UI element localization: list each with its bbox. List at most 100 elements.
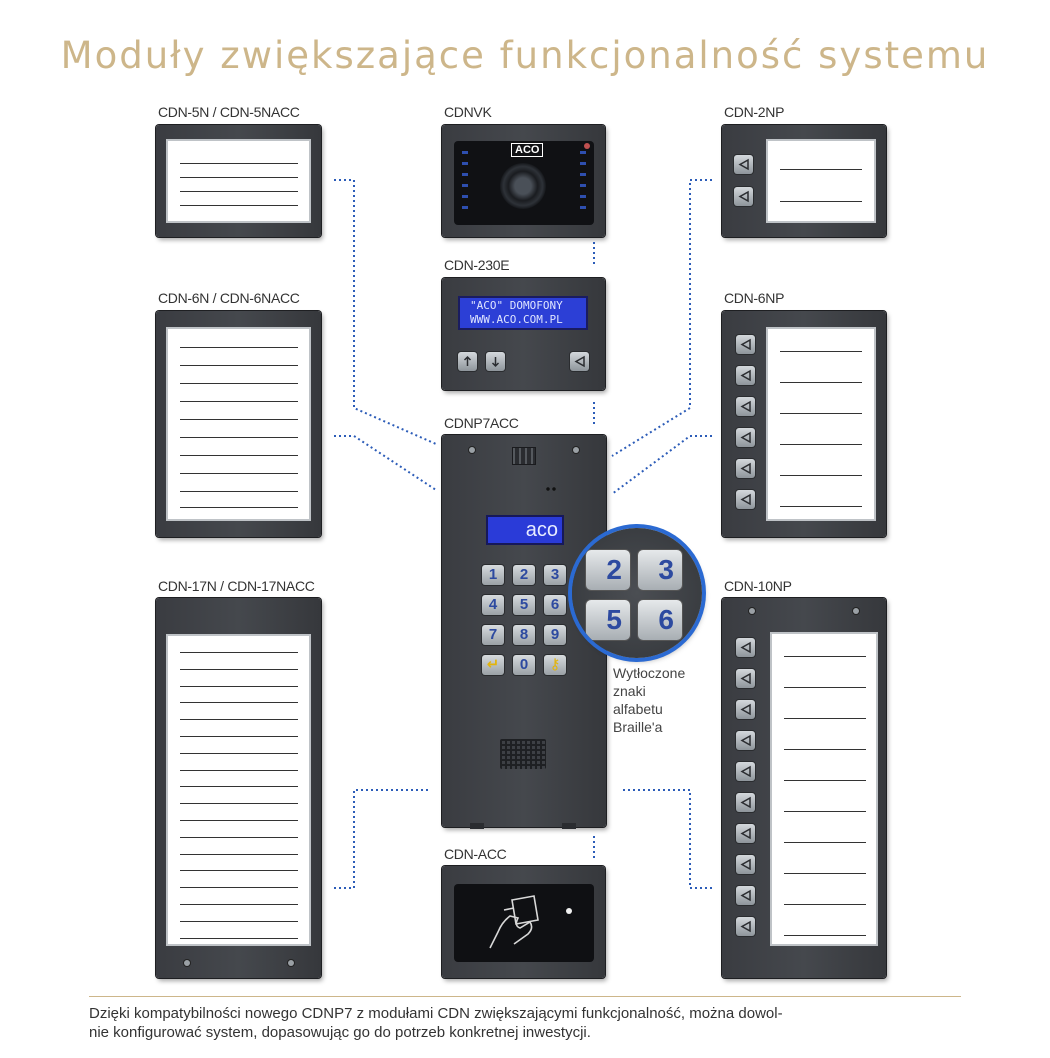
module-cdn-acc xyxy=(442,866,605,978)
call-button[interactable] xyxy=(736,917,755,936)
camera-lens-icon xyxy=(500,163,546,209)
keypad-key[interactable]: 9 xyxy=(544,625,566,645)
call-button[interactable] xyxy=(736,700,755,719)
nameplate-line xyxy=(180,836,298,838)
keypad-key[interactable]: 3 xyxy=(544,565,566,585)
call-button[interactable] xyxy=(736,428,755,447)
nameplate-line xyxy=(780,382,862,383)
lcd-line-1: "ACO" DOMOFONY xyxy=(470,299,563,312)
nameplate-line xyxy=(180,769,298,771)
nameplate-line xyxy=(784,904,866,905)
call-button[interactable] xyxy=(736,824,755,843)
status-led-icon xyxy=(584,143,590,149)
braille-note: Wytłoczone znaki alfabetu Braille'a xyxy=(613,664,685,736)
nameplate-line xyxy=(180,163,298,164)
nameplate-lines xyxy=(168,636,313,948)
call-button[interactable] xyxy=(736,793,755,812)
zoom-key-3: 3 xyxy=(638,550,682,590)
nameplate-line xyxy=(780,444,862,445)
infrared-leds-left xyxy=(462,151,468,215)
keypad-key[interactable]: ⚷ xyxy=(544,655,566,675)
camera-grille-icon xyxy=(512,447,536,465)
footer-line-2: nie konfigurować system, dopasowując go … xyxy=(89,1024,591,1041)
call-button[interactable] xyxy=(736,366,755,385)
label-cdnvk: CDNVK xyxy=(444,104,492,120)
call-button[interactable] xyxy=(736,459,755,478)
bell-icon xyxy=(740,493,751,506)
nameplate-line xyxy=(180,887,298,889)
call-button[interactable] xyxy=(736,397,755,416)
call-button-column xyxy=(736,638,758,958)
arrow-down-button[interactable] xyxy=(486,352,505,371)
keypad-key[interactable]: 2 xyxy=(513,565,535,585)
nameplate-line xyxy=(780,413,862,414)
speaker-grille xyxy=(500,739,546,769)
rfid-reader-window xyxy=(454,884,594,962)
camera-window: ACO xyxy=(454,141,594,225)
keypad-key[interactable]: 0 xyxy=(513,655,535,675)
keypad-key[interactable]: 6 xyxy=(544,595,566,615)
microphone-icon xyxy=(546,487,556,491)
call-button[interactable] xyxy=(736,886,755,905)
lcd-line-2: WWW.ACO.COM.PL xyxy=(470,313,563,326)
nameplate-card xyxy=(766,327,876,521)
call-button[interactable] xyxy=(736,855,755,874)
keypad-key[interactable]: 5 xyxy=(513,595,535,615)
nameplate-line xyxy=(180,177,298,178)
lcd-display: "ACO" DOMOFONY WWW.ACO.COM.PL xyxy=(458,296,588,330)
call-button[interactable] xyxy=(570,352,589,371)
nameplate-line xyxy=(180,702,298,704)
keypad-key[interactable]: 1 xyxy=(482,565,504,585)
nameplate-line xyxy=(780,351,862,352)
nameplate-line xyxy=(180,507,298,508)
keypad-key[interactable]: 7 xyxy=(482,625,504,645)
call-button[interactable] xyxy=(736,638,755,657)
bell-icon xyxy=(740,338,751,351)
nameplate-line xyxy=(784,718,866,719)
nameplate-line xyxy=(180,437,298,438)
keypad-key[interactable]: 8 xyxy=(513,625,535,645)
label-cdnp7acc: CDNP7ACC xyxy=(444,415,519,431)
call-button[interactable] xyxy=(736,669,755,688)
zoom-key-6: 6 xyxy=(638,600,682,640)
nameplate-line xyxy=(784,935,866,936)
nameplate-line xyxy=(180,347,298,348)
arrow-up-button[interactable] xyxy=(458,352,477,371)
call-button[interactable] xyxy=(734,155,753,174)
module-cdn-230e: "ACO" DOMOFONY WWW.ACO.COM.PL xyxy=(442,278,605,390)
nameplate-line xyxy=(180,719,298,721)
nameplate-line xyxy=(180,786,298,788)
call-button[interactable] xyxy=(736,490,755,509)
bell-icon xyxy=(740,431,751,444)
connector-cdn-17n xyxy=(334,789,428,889)
call-button[interactable] xyxy=(734,187,753,206)
bell-icon xyxy=(574,355,585,368)
keypad-key[interactable]: 4 xyxy=(482,595,504,615)
nameplate-lines xyxy=(772,634,880,948)
call-button[interactable] xyxy=(736,335,755,354)
screw-icon xyxy=(853,608,859,614)
nameplate-line xyxy=(180,803,298,805)
bell-icon xyxy=(738,190,749,203)
nameplate-line xyxy=(784,656,866,657)
nameplate-line xyxy=(780,506,862,507)
bottom-tab xyxy=(470,823,484,829)
zoom-key-5: 5 xyxy=(586,600,630,640)
screw-icon xyxy=(749,608,755,614)
label-cdn-10np: CDN-10NP xyxy=(724,578,792,594)
nameplate-line xyxy=(180,473,298,474)
arrow-down-icon xyxy=(491,357,500,368)
connector-cdn-6np xyxy=(611,435,712,495)
connector-cdn-6n xyxy=(334,435,437,491)
braille-note-line: alfabetu xyxy=(613,701,663,717)
keypad-key[interactable]: ↵ xyxy=(482,655,504,675)
nameplate-line xyxy=(180,652,298,653)
braille-note-line: znaki xyxy=(613,683,646,699)
nameplate-line xyxy=(180,491,298,492)
call-button[interactable] xyxy=(736,762,755,781)
nameplate-line xyxy=(180,685,298,687)
label-cdn-2np: CDN-2NP xyxy=(724,104,785,120)
module-cdn-17n xyxy=(156,598,321,978)
call-button[interactable] xyxy=(736,731,755,750)
